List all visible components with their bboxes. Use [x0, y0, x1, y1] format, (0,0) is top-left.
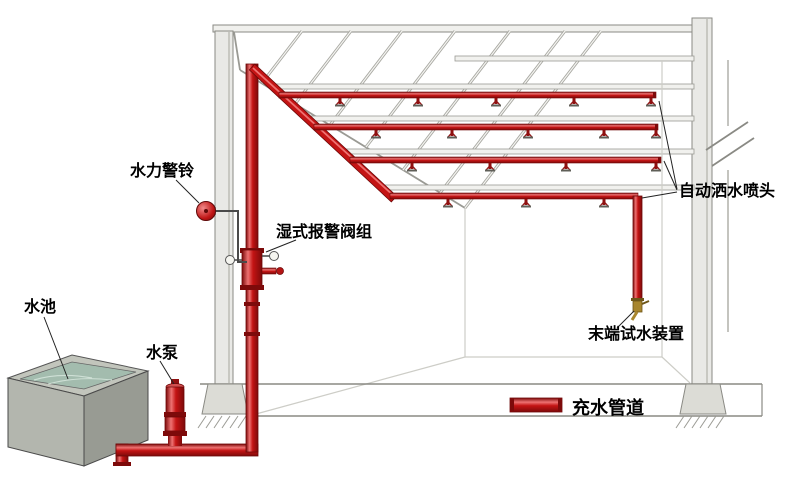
water-motor-alarm: [196, 201, 247, 263]
interior-lines: [255, 61, 691, 415]
sprinkler-head: [484, 162, 496, 173]
legend-pipe-sample: [509, 397, 563, 413]
sprinkler-head: [334, 97, 346, 108]
pump-body: [164, 416, 186, 432]
building-frame: [197, 17, 763, 429]
right-column-base: [675, 383, 727, 429]
sprinkler-head: [560, 162, 572, 173]
pressure-gauge: [225, 255, 235, 265]
label-wet-alarm-valve: 湿式报警阀组: [275, 222, 372, 241]
label-end-test-device: 末端试水装置: [588, 324, 684, 343]
top-beam: [212, 24, 712, 33]
label-water-pool: 水池: [24, 297, 56, 316]
label-legend-filled-pipe: 充水管道: [572, 397, 644, 419]
water-tank: [6, 354, 150, 467]
right-column: [691, 17, 713, 385]
sprinkler-head: [598, 129, 610, 140]
label-sprinkler-heads: 自动洒水喷头: [679, 181, 775, 200]
label-hydraulic-alarm-bell: 水力警铃: [130, 161, 194, 180]
sprinkler-head: [568, 97, 580, 108]
legend: [509, 397, 563, 413]
sprinkler-head: [645, 97, 657, 108]
sprinkler-head: [490, 97, 502, 108]
left-column: [214, 30, 234, 385]
end-test-device: [630, 298, 650, 321]
pressure-gauge: [269, 251, 279, 261]
left-column-base: [197, 383, 249, 429]
water-pump: [163, 379, 187, 446]
test-drop-pipe: [632, 195, 643, 301]
bottom-feed-pipe: [115, 443, 259, 457]
label-water-pump: 水泵: [146, 343, 178, 362]
sprinkler-head: [412, 97, 424, 108]
wall-break-mark: [705, 121, 755, 167]
sprinkler-head: [598, 198, 610, 209]
trim-valve: [276, 267, 284, 275]
pump-motor: [165, 386, 185, 415]
leader-lines: [43, 100, 678, 385]
alarm-pipe: [215, 210, 247, 263]
sprinkler-head: [520, 198, 532, 209]
sprinkler-head: [650, 162, 662, 173]
wet-alarm-valve-assembly: [225, 248, 284, 290]
floor: [200, 383, 763, 417]
sprinkler-head: [650, 129, 662, 140]
ceiling-beams: [271, 55, 695, 191]
sprinkler-head: [446, 129, 458, 140]
